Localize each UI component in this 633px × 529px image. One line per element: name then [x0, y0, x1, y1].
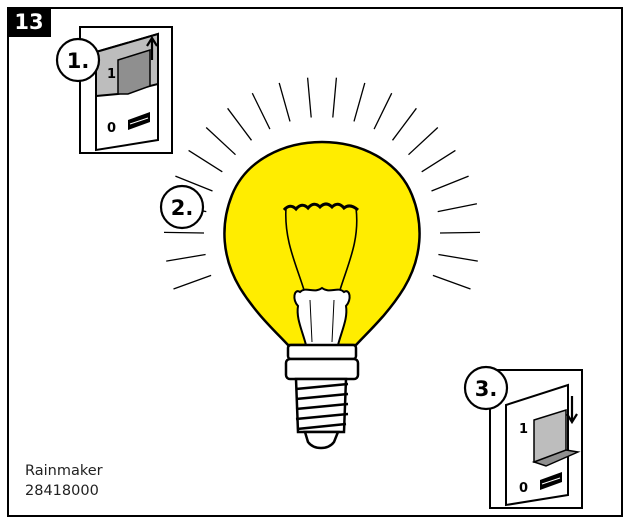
- light-ray: [228, 108, 252, 140]
- switch-3-off-mark: 0: [519, 481, 528, 496]
- switch-3-on-mark: 1: [519, 422, 528, 437]
- light-ray: [174, 275, 212, 289]
- light-ray: [438, 204, 477, 212]
- step-3-marker: 3.: [465, 367, 507, 409]
- bulb-neck: [286, 359, 358, 379]
- screw-base: [296, 379, 348, 448]
- step-2-marker: 2.: [161, 186, 203, 228]
- light-ray: [164, 232, 204, 233]
- light-ray: [189, 150, 223, 171]
- light-ray: [433, 275, 471, 289]
- switch-1-off-mark: 0: [107, 121, 116, 136]
- step-1-marker: 1.: [57, 39, 99, 81]
- light-ray: [279, 83, 290, 122]
- light-ray: [440, 232, 480, 233]
- light-ray: [422, 150, 456, 171]
- light-ray: [333, 78, 337, 118]
- product-code: 28418000: [25, 481, 103, 501]
- light-ray: [354, 83, 365, 122]
- light-ray: [252, 93, 270, 129]
- light-ray: [432, 176, 469, 191]
- light-ray: [308, 78, 312, 118]
- bulb-collar: [288, 345, 356, 359]
- step-3-label: 3.: [475, 377, 498, 401]
- light-ray: [393, 108, 417, 140]
- step-1-label: 1.: [67, 49, 90, 73]
- step-2-label: 2.: [171, 196, 194, 220]
- light-ray: [409, 128, 438, 155]
- switch-1-on-mark: 1: [107, 67, 116, 82]
- brand-name: Rainmaker: [25, 461, 103, 481]
- light-ray: [438, 255, 477, 262]
- light-ray: [374, 93, 392, 129]
- light-ray: [206, 128, 235, 155]
- light-ray: [166, 255, 205, 262]
- glass-stem: [294, 288, 349, 345]
- product-caption: Rainmaker 28418000: [25, 461, 103, 501]
